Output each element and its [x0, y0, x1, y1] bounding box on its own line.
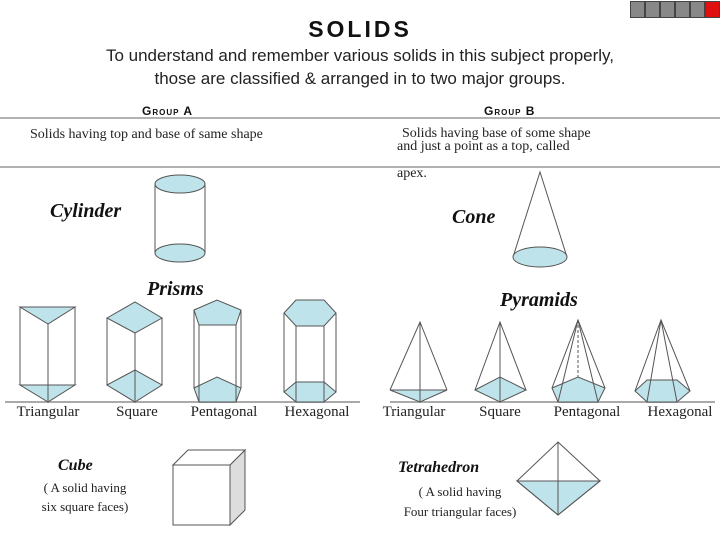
subtitle-line-1: To understand and remember various solid…: [105, 46, 615, 65]
prism-label-hexagonal: Hexagonal: [284, 404, 350, 420]
cone-label: Cone: [452, 206, 496, 228]
pyramid-label-square: Square: [479, 404, 521, 420]
cube-shape: [171, 448, 247, 527]
nav-button[interactable]: [661, 2, 674, 17]
pyramid-label-hexagonal: Hexagonal: [647, 404, 713, 420]
pentagonal-pyramid-shape: [551, 318, 606, 403]
pyramid-label-pentagonal: Pentagonal: [553, 404, 621, 420]
hexagonal-prism-shape: [283, 299, 337, 403]
triangular-prism-shape: [18, 306, 77, 403]
slide-navigation-controls[interactable]: [630, 1, 720, 18]
pentagonal-prism-shape: [193, 299, 242, 403]
prism-label-triangular: Triangular: [16, 404, 80, 420]
square-pyramid-shape: [473, 320, 528, 403]
nav-button[interactable]: [676, 2, 689, 17]
pyramid-label-triangular: Triangular: [382, 404, 446, 420]
nav-button[interactable]: [691, 2, 704, 17]
subtitle-line-2: those are classified & arranged in to tw…: [154, 69, 566, 88]
nav-close-button[interactable]: [706, 2, 719, 17]
slide-title: SOLIDS: [308, 16, 412, 42]
cube-label: Cube: [58, 457, 93, 474]
tetrahedron-description-1: ( A solid having: [418, 484, 502, 499]
tetrahedron-description-2: Four triangular faces): [403, 504, 517, 519]
hexagonal-pyramid-shape: [634, 318, 691, 403]
cylinder-shape: [154, 174, 206, 263]
group-b-description-1: Solids having base of some shape: [402, 126, 591, 141]
nav-button[interactable]: [631, 2, 644, 17]
prism-label-pentagonal: Pentagonal: [190, 404, 258, 420]
pyramids-heading: Pyramids: [500, 289, 578, 311]
cone-shape: [512, 170, 568, 268]
triangular-pyramid-shape: [389, 320, 448, 403]
tetrahedron-label: Tetrahedron: [398, 459, 480, 476]
cube-description-1: ( A solid having: [43, 480, 127, 495]
group-a-description: Solids having top and base of same shape: [30, 127, 263, 142]
cylinder-label: Cylinder: [50, 200, 122, 222]
group-a-heading: Group A: [142, 104, 194, 118]
group-b-description-3: apex.: [397, 166, 427, 181]
group-b-heading: Group B: [484, 104, 536, 118]
tetrahedron-shape: [515, 441, 602, 516]
group-b-description-2: and just a point as a top, called: [397, 139, 570, 154]
cube-description-2: six square faces): [41, 499, 129, 514]
nav-button[interactable]: [646, 2, 659, 17]
prisms-heading: Prisms: [147, 278, 204, 300]
prism-label-square: Square: [116, 404, 158, 420]
square-prism-shape: [105, 301, 164, 403]
